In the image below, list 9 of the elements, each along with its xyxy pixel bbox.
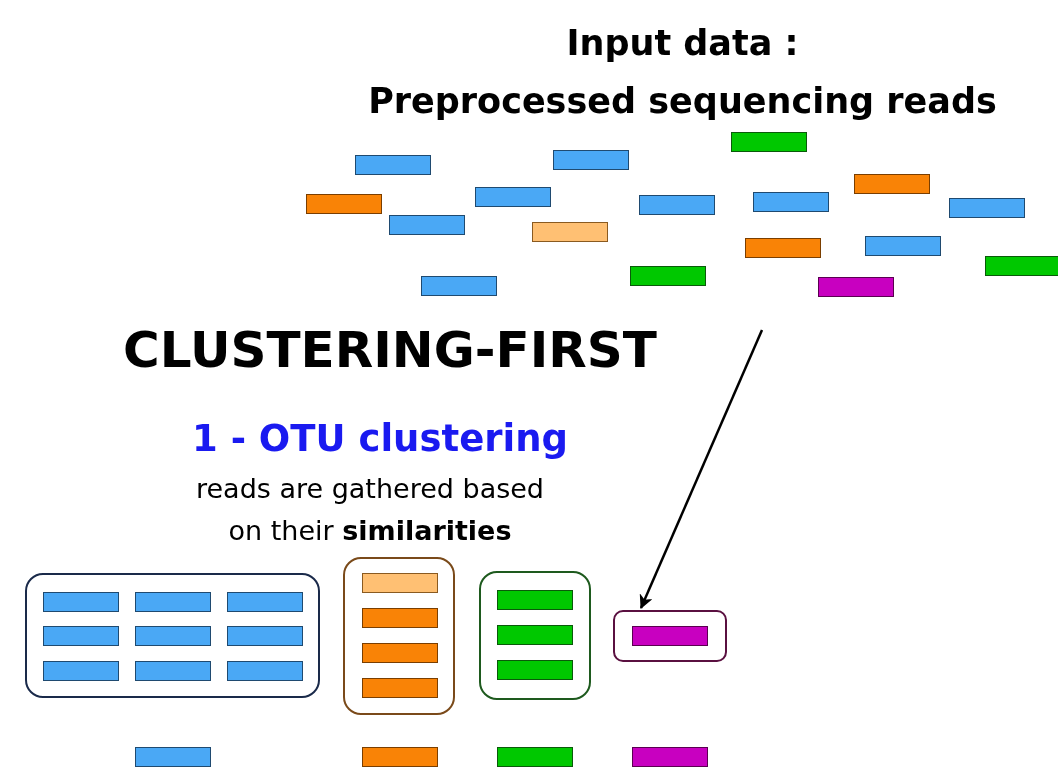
- cluster-box: [25, 573, 320, 698]
- title: Input data : Preprocessed sequencing reads: [367, 22, 998, 123]
- arrow: [639, 329, 764, 609]
- cluster-box: [613, 610, 727, 662]
- step-heading: 1 - OTU clustering: [191, 416, 569, 462]
- description: reads are gathered based on their similarities: [194, 472, 545, 548]
- cluster-box: [343, 557, 455, 715]
- section-heading: CLUSTERING-FIRST: [122, 320, 658, 381]
- cluster-box: [479, 571, 591, 700]
